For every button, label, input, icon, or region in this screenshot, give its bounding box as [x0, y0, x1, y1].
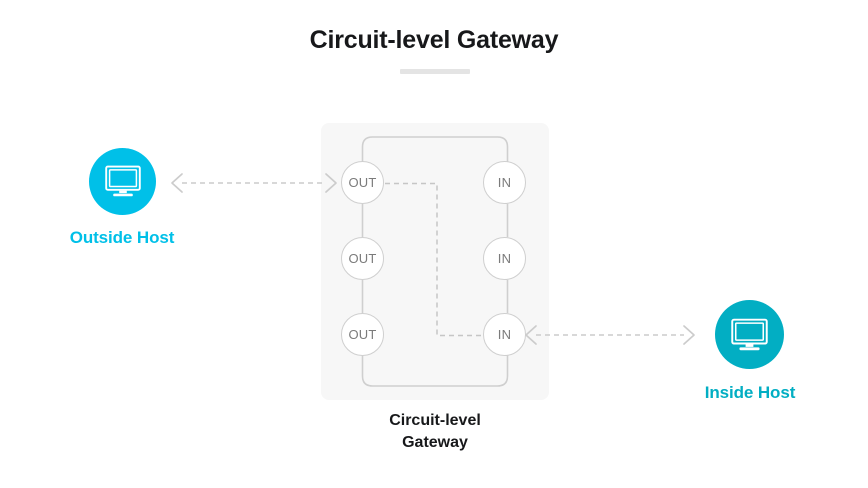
port-out-2-label: OUT: [348, 251, 377, 266]
port-out-1[interactable]: OUT: [341, 161, 384, 204]
port-in-1[interactable]: IN: [483, 161, 526, 204]
port-in-3[interactable]: IN: [483, 313, 526, 356]
title-divider: [400, 69, 470, 74]
arrowhead-left-icon: [525, 325, 537, 345]
port-out-1-label: OUT: [348, 175, 377, 190]
port-out-2[interactable]: OUT: [341, 237, 384, 280]
port-in-2-label: IN: [497, 251, 512, 266]
outside-host-link-arrow: [171, 173, 337, 193]
rail-bottom: [361, 340, 509, 387]
inside-host-node[interactable]: [715, 300, 784, 369]
outside-host-node[interactable]: [89, 148, 156, 215]
port-in-1-label: IN: [497, 175, 512, 190]
inside-host-label: Inside Host: [704, 383, 796, 402]
gateway-caption: Circuit-level Gateway: [335, 410, 535, 454]
outside-host-label: Outside Host: [69, 228, 175, 247]
port-out-3[interactable]: OUT: [341, 313, 384, 356]
arrowhead-right-icon: [325, 173, 337, 193]
monitor-icon: [104, 165, 141, 197]
circuit-connectors: [361, 136, 509, 387]
gateway-caption-line2: Gateway: [402, 434, 468, 451]
inside-host-link-arrow: [525, 325, 695, 345]
monitor-icon: [731, 318, 768, 350]
port-out-3-label: OUT: [348, 327, 377, 342]
port-in-3-label: IN: [497, 327, 512, 342]
port-in-2[interactable]: IN: [483, 237, 526, 280]
arrowhead-left-icon: [171, 173, 183, 193]
gateway-caption-line1: Circuit-level: [389, 412, 481, 429]
rail-top: [361, 136, 509, 183]
arrowhead-right-icon: [683, 325, 695, 345]
page-title: Circuit-level Gateway: [309, 26, 559, 54]
internal-circuit-path: [385, 182, 483, 337]
